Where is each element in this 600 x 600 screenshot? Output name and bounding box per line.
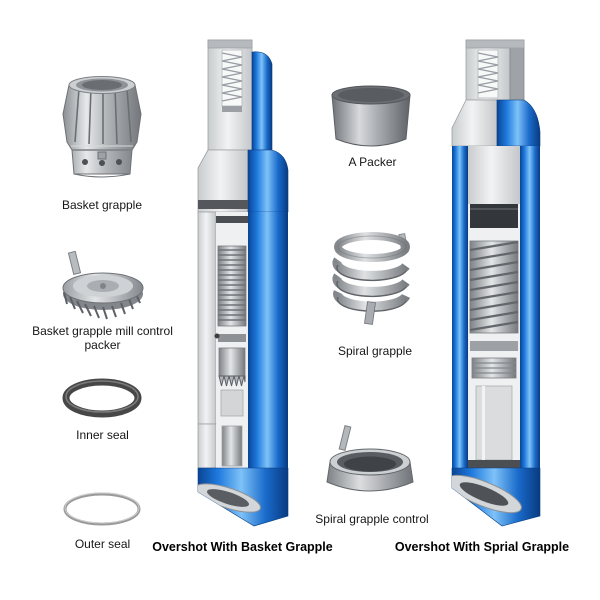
outer-seal-figure <box>58 486 146 532</box>
spiral-grapple-control-label: Spiral grapple control <box>315 512 429 526</box>
inner-seal-drawing <box>62 378 142 418</box>
packer-drawing <box>331 85 411 147</box>
caption-overshot-spiral-grapple: Overshot With Sprial Grapple <box>394 540 570 554</box>
overshot-basket-grapple-figure <box>192 36 294 528</box>
spiral-grapple-control-drawing <box>326 425 414 492</box>
packer-figure <box>324 84 418 154</box>
mill-control-packer-drawing <box>62 250 144 320</box>
spiral-grapple-drawing <box>332 232 411 325</box>
inner-seal-label: Inner seal <box>76 428 129 442</box>
spiral-grapple-label: Spiral grapple <box>337 344 413 358</box>
caption-overshot-basket-grapple: Overshot With Basket Grapple <box>152 540 333 554</box>
basket-grapple-figure <box>52 72 152 190</box>
mill-control-packer-label: Basket grapple mill control packer <box>32 324 173 353</box>
spiral-grapple-control-figure <box>320 424 420 504</box>
basket-grapple-label: Basket grapple <box>61 198 143 212</box>
outer-seal-drawing <box>63 492 141 526</box>
packer-label: A Packer <box>348 155 397 169</box>
overshot-spiral-grapple-drawing <box>451 39 541 527</box>
inner-seal-figure <box>58 372 146 424</box>
outer-seal-label: Outer seal <box>74 537 131 551</box>
mill-control-packer-figure <box>55 248 150 326</box>
overshot-spiral-grapple-figure <box>446 36 548 528</box>
spiral-grapple-figure <box>324 230 420 328</box>
overshot-basket-grapple-drawing <box>197 39 289 527</box>
basket-grapple-drawing <box>62 76 142 178</box>
